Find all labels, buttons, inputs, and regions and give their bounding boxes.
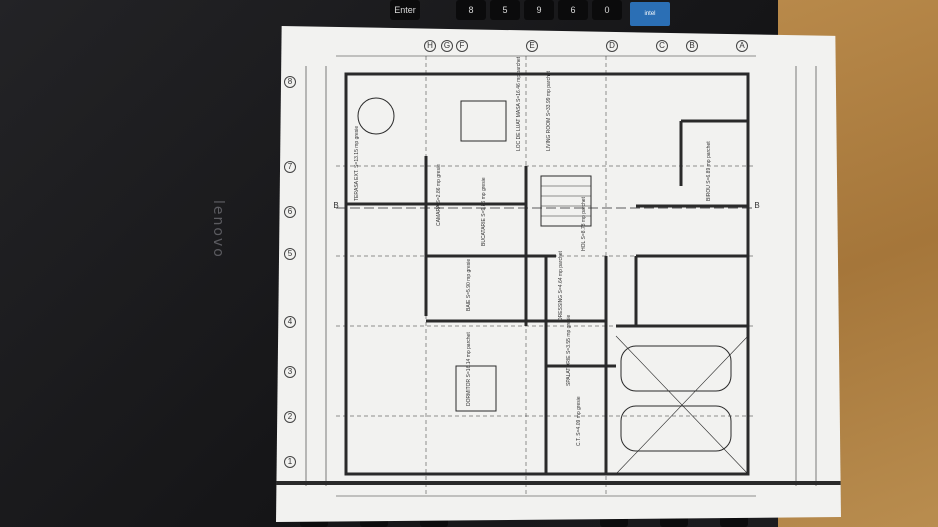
car-outline	[620, 345, 732, 392]
staircase	[540, 175, 592, 227]
round-table	[357, 97, 395, 135]
floor-plan-sheet: 1 2 3 4 5 6 7 8 A B C D E F G H B B TERA…	[276, 26, 841, 522]
axis-number-label: 5	[284, 248, 296, 260]
axis-number-label: 4	[284, 316, 296, 328]
room-label: DRESSING S=4.64 mp parchet	[558, 251, 564, 321]
axis-number-label: 7	[284, 161, 296, 173]
axis-letter-label: F	[456, 40, 468, 52]
section-marker: B	[333, 201, 339, 210]
axis-number-label: 1	[284, 456, 296, 468]
room-label: CAMARA S=2.86 mp gresie	[436, 164, 442, 226]
axis-letter-label: C	[656, 40, 668, 52]
axis-number-label: 2	[284, 411, 296, 423]
room-label: BUCATARIE S=9.86 mp gresie	[481, 177, 487, 246]
axis-number-label: 3	[284, 366, 296, 378]
bottom-bar	[276, 481, 841, 485]
key: 9	[524, 0, 554, 20]
bed	[455, 365, 497, 412]
room-label: DORMITOR S=16.14 mp parchet	[466, 332, 472, 406]
key: 5	[490, 0, 520, 20]
room-label: BIROU S=6.89 mp parchet	[706, 141, 712, 201]
room-label: C.T. S=4.09 mp gresie	[576, 396, 582, 446]
key: 6	[558, 0, 588, 20]
laptop-brand-logo: lenovo	[210, 200, 226, 259]
axis-letter-label: H	[424, 40, 436, 52]
room-label: SPALATORIE S=3.55 mp gresie	[566, 314, 572, 386]
diagonal-line	[615, 335, 749, 475]
keyboard-top-row: Enter 8 5 9 6 0	[390, 0, 790, 28]
axis-letter-label: E	[526, 40, 538, 52]
key: Enter	[390, 0, 420, 20]
axis-letter-label: B	[686, 40, 698, 52]
axis-letter-label: A	[736, 40, 748, 52]
axis-number-label: 6	[284, 206, 296, 218]
dining-table	[460, 100, 507, 142]
room-label: TERASA EXT. S=13.15 mp gresie	[354, 125, 360, 201]
room-label: LIVING ROOM S=33.99 mp parchet	[546, 71, 552, 151]
room-label: BAIE S=5.90 mp gresie	[466, 258, 472, 311]
room-label: HOL S=8.78 mp parchet	[581, 197, 587, 251]
axis-letter-label: D	[606, 40, 618, 52]
section-marker: B	[754, 201, 760, 210]
axis-letter-label: G	[441, 40, 453, 52]
intel-sticker: intel	[630, 2, 670, 26]
floor-plan-drawing	[276, 55, 841, 497]
key: 8	[456, 0, 486, 20]
room-label: LOC DE LUAT MASA S=16.46 mp parchet	[516, 56, 522, 151]
car-outline	[620, 405, 732, 452]
key: 0	[592, 0, 622, 20]
axis-number-label: 8	[284, 76, 296, 88]
